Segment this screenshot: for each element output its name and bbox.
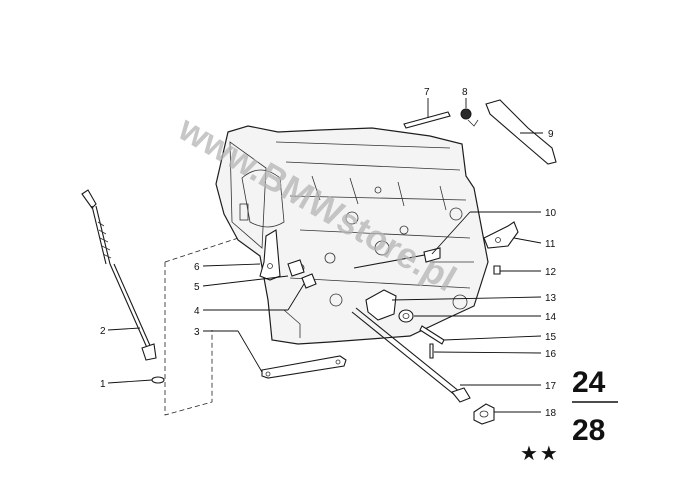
callout-4: 4 bbox=[194, 306, 200, 317]
part-17-linkage-rod bbox=[351, 307, 471, 403]
group-code-top: 24 bbox=[572, 366, 606, 399]
assembly-boundary bbox=[164, 226, 273, 416]
part-2-dipstick-tube bbox=[81, 189, 157, 361]
callout-3: 3 bbox=[194, 327, 200, 338]
stars-mark: ★★ bbox=[520, 443, 560, 465]
transmission-housing bbox=[215, 125, 489, 345]
callout-5: 5 bbox=[194, 282, 200, 293]
callout-12: 12 bbox=[545, 267, 557, 278]
callout-15: 15 bbox=[545, 332, 557, 343]
leader-lines bbox=[107, 98, 543, 413]
part-13-bracket bbox=[365, 289, 397, 321]
callout-6: 6 bbox=[194, 262, 200, 273]
part-3-bracket bbox=[261, 355, 347, 379]
callout-7: 7 bbox=[424, 87, 430, 98]
part-16-pin bbox=[429, 343, 434, 359]
part-6-lever bbox=[259, 229, 281, 281]
callout-18: 18 bbox=[545, 408, 557, 419]
part-14-bushing bbox=[398, 309, 414, 323]
part-18-grommet bbox=[473, 403, 495, 425]
callout-14: 14 bbox=[545, 312, 557, 323]
callout-numbers: 1 2 3 4 5 6 7 8 9 10 11 12 13 14 15 16 1… bbox=[100, 87, 557, 419]
part-11-lever bbox=[483, 221, 519, 249]
part-4-clip bbox=[301, 273, 317, 289]
part-10-rod bbox=[353, 247, 441, 269]
callout-13: 13 bbox=[545, 293, 557, 304]
part-7-pin bbox=[403, 111, 451, 129]
callout-8: 8 bbox=[462, 87, 468, 98]
part-8-spring bbox=[460, 108, 479, 127]
callout-11: 11 bbox=[545, 239, 556, 250]
part-9-lever-arm bbox=[485, 99, 557, 165]
callout-16: 16 bbox=[545, 349, 557, 360]
part-5-bushing bbox=[287, 259, 305, 277]
callout-9: 9 bbox=[548, 129, 554, 140]
callout-2: 2 bbox=[100, 326, 106, 337]
group-code: 24 28 bbox=[572, 366, 618, 447]
part-1-o-ring bbox=[151, 376, 165, 384]
part-15-pin bbox=[419, 325, 445, 345]
callout-10: 10 bbox=[545, 208, 557, 219]
callout-17: 17 bbox=[545, 381, 557, 392]
part-12-nut bbox=[493, 265, 501, 275]
callout-1: 1 bbox=[100, 379, 106, 390]
group-code-bottom: 28 bbox=[572, 414, 605, 447]
